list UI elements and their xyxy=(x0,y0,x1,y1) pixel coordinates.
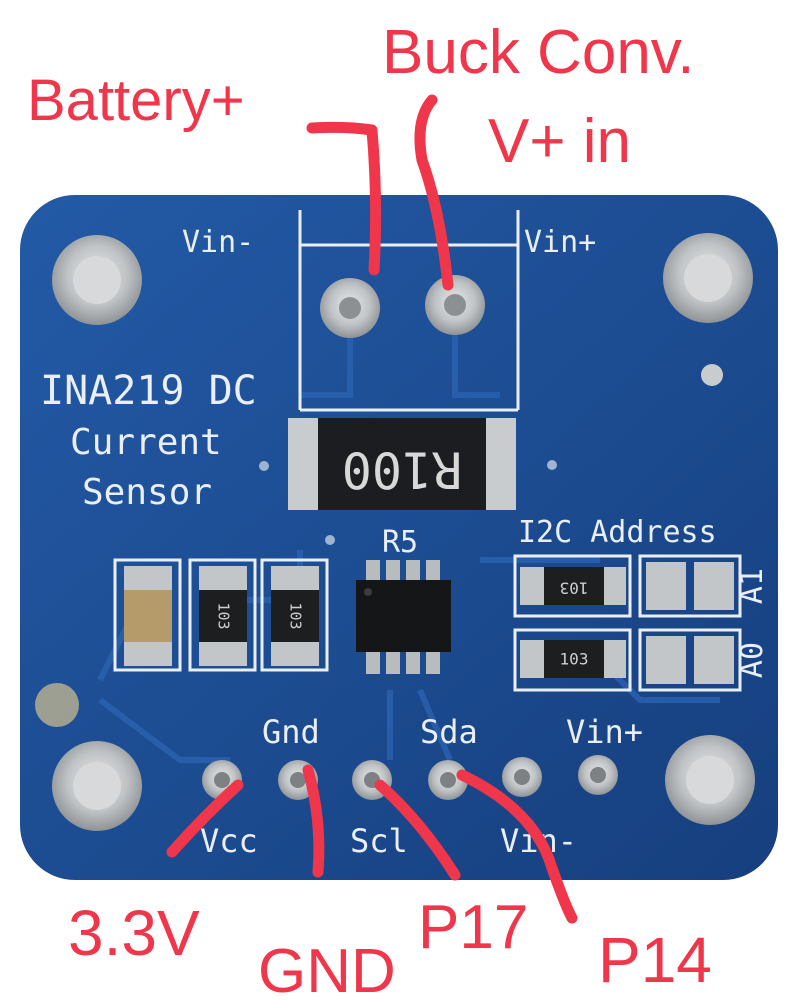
capacitor xyxy=(124,590,172,642)
annotation-buck-line1: Buck Conv. xyxy=(382,18,694,87)
header-label-gnd: Gnd xyxy=(262,713,320,751)
header-label-vcc: Vcc xyxy=(200,822,258,860)
resistor-1-marking: 103 xyxy=(215,602,233,629)
header-label-vin-plus-bottom: Vin+ xyxy=(566,713,643,751)
gnd-wire-stroke xyxy=(302,764,325,878)
vcc-wire-stroke xyxy=(166,779,244,858)
a1-resistor-outline xyxy=(513,554,632,618)
jumper-a1-label: A1 xyxy=(735,568,770,604)
shunt-marking: R100 xyxy=(342,441,462,499)
battery-wire-stroke xyxy=(306,121,382,276)
annotation-strokes xyxy=(166,94,578,924)
resistor-2-marking: 103 xyxy=(287,602,305,629)
buck-wire-stroke xyxy=(414,94,454,291)
chip-label: R5 xyxy=(382,525,418,560)
a0-jumper xyxy=(638,628,742,692)
i2c-address-label: I2C Address xyxy=(518,515,717,550)
terminal-right-label: Vin+ xyxy=(524,225,596,260)
scl-wire-stroke xyxy=(374,779,461,881)
sda-wire-stroke xyxy=(456,769,578,924)
header-label-sda: Sda xyxy=(420,713,478,751)
a0-resistor-marking: 103 xyxy=(560,650,589,669)
via xyxy=(259,461,269,471)
capacitor-outline xyxy=(113,558,182,672)
via xyxy=(547,460,557,470)
annotation-buck-line2: V+ in xyxy=(488,107,631,176)
via xyxy=(701,364,723,386)
jumper-a0-label: A0 xyxy=(735,642,770,678)
header-label-scl: Scl xyxy=(350,822,408,860)
a1-jumper xyxy=(638,554,742,618)
pcb-board xyxy=(20,195,778,880)
annotation-gnd: GND xyxy=(258,937,396,1000)
board-title-line3: Sensor xyxy=(82,472,212,513)
annotation-3v3: 3.3V xyxy=(68,897,200,969)
annotation-p14: P14 xyxy=(598,924,712,996)
resistor-outline-2 xyxy=(260,558,329,672)
annotation-p17: P17 xyxy=(418,893,528,962)
resistor-outline-1 xyxy=(188,558,257,672)
board-title-line2: Current xyxy=(70,422,222,463)
via xyxy=(35,683,79,727)
annotation-battery-plus: Battery+ xyxy=(27,68,245,133)
terminal-left-label: Vin- xyxy=(182,225,254,260)
a0-resistor-outline xyxy=(513,628,632,692)
board-title-line1: INA219 DC xyxy=(40,368,257,414)
ina219-chip xyxy=(356,560,451,674)
via xyxy=(325,535,335,545)
mounting-holes xyxy=(52,233,755,831)
terminal-outline xyxy=(298,210,520,412)
a1-resistor-marking: 103 xyxy=(560,579,589,598)
shunt-resistor: R100 xyxy=(288,418,516,510)
